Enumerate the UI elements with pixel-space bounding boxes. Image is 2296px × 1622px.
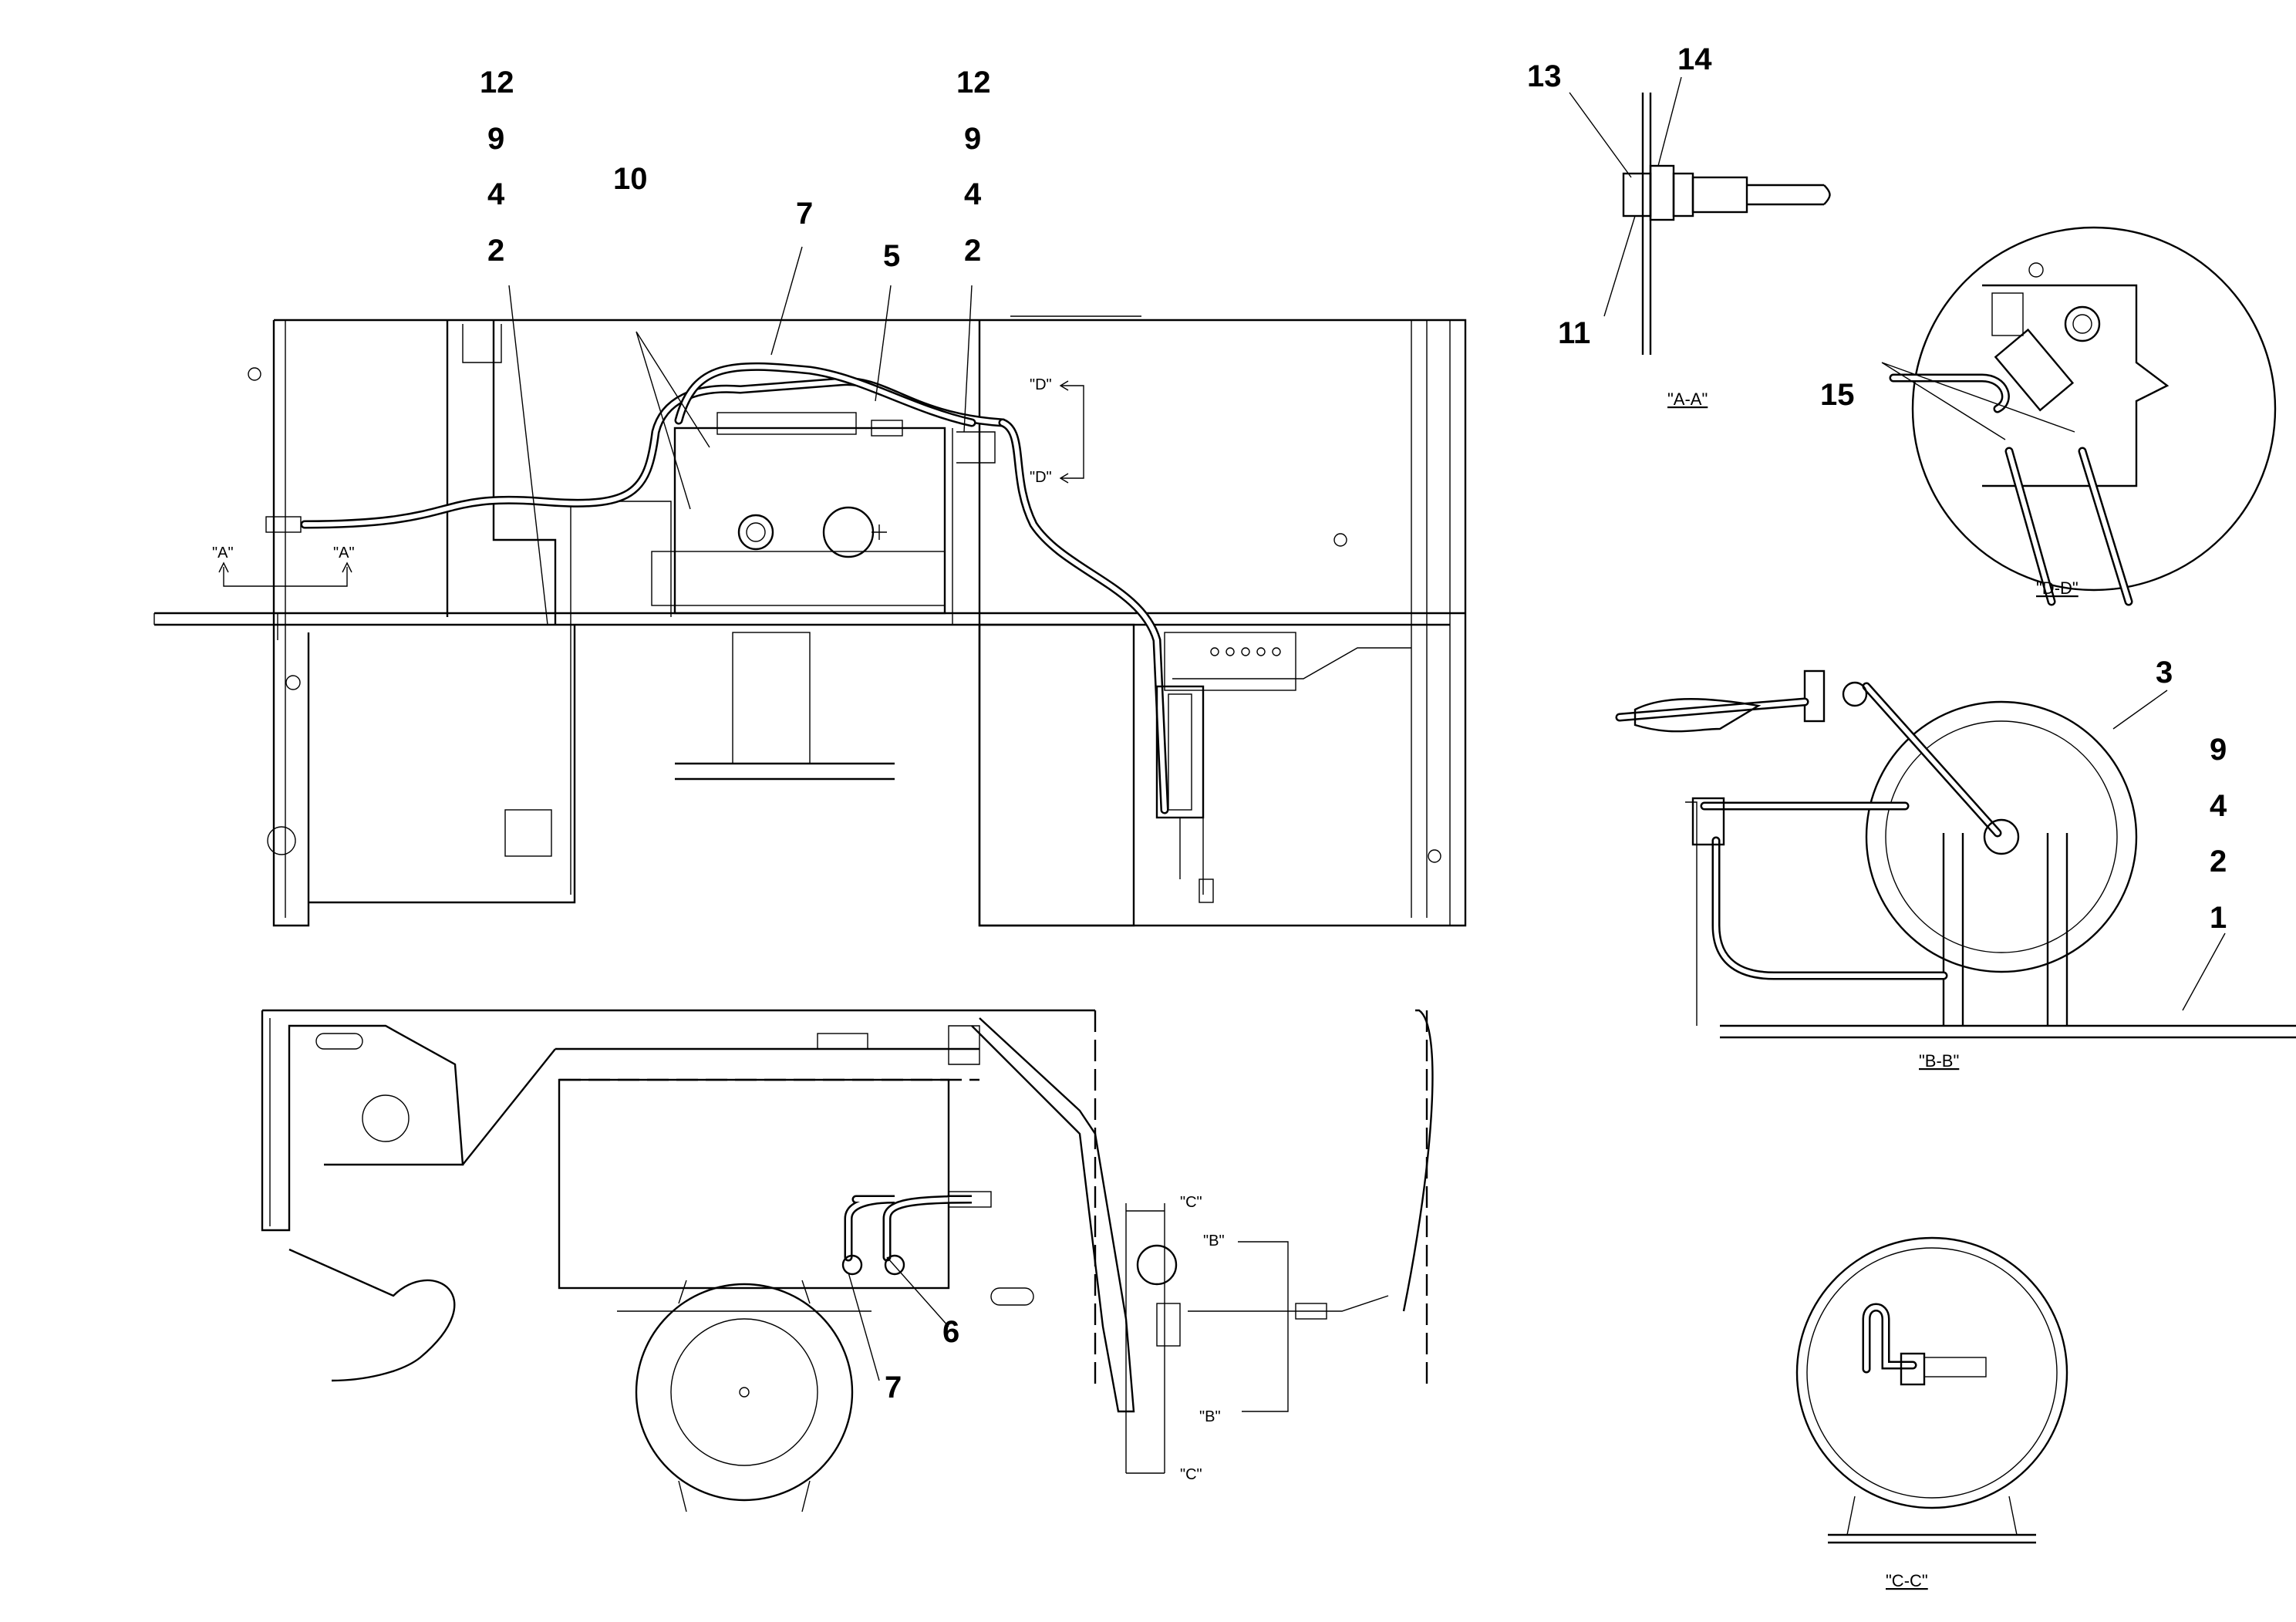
section-mark-c-top: "C": [1180, 1194, 1202, 1211]
callout-14: 14: [1677, 42, 1712, 76]
callout-1-right: 1: [2210, 901, 2227, 935]
section-mark-d-top: "D": [1030, 376, 1052, 393]
callout-5: 5: [883, 239, 900, 273]
view-label-c-c: "C-C": [1886, 1571, 1928, 1590]
callout-10: 10: [613, 162, 648, 196]
section-mark-a-right: "A": [333, 545, 355, 561]
section-b-b-view: [1615, 669, 2296, 1039]
side-view: [261, 1009, 1434, 1512]
callout-7-top: 7: [796, 197, 813, 231]
callout-labels: 12 9 4 2 12 9 4 2 10 7 5 13 14 11 15 3 9…: [480, 42, 2227, 1404]
callout-9-left: 9: [487, 122, 504, 156]
view-label-d-d: "D-D": [2036, 578, 2079, 598]
section-a-a-view: [1569, 76, 1831, 355]
callout-2-right: 2: [2210, 845, 2227, 878]
view-label-b-b: "B-B": [1919, 1051, 1959, 1071]
callout-15: 15: [1820, 378, 1855, 412]
main-assembly-top-view: [153, 246, 1467, 927]
callout-13: 13: [1527, 59, 1562, 93]
section-mark-b-bottom: "B": [1199, 1408, 1221, 1425]
section-c-c-view: [1795, 1236, 2068, 1544]
callout-6: 6: [942, 1315, 959, 1349]
callout-3: 3: [2156, 656, 2173, 690]
callout-2-left: 2: [487, 234, 504, 268]
callout-7-bottom: 7: [885, 1371, 902, 1404]
callout-2-mid: 2: [964, 234, 981, 268]
callout-12-left: 12: [480, 66, 514, 99]
callout-11: 11: [1558, 316, 1590, 350]
view-labels: "A-A" "D-D" "B-B" "C-C": [1667, 389, 2079, 1590]
section-mark-d-bottom: "D": [1030, 469, 1052, 486]
callout-4-left: 4: [487, 177, 505, 211]
callout-4-right: 4: [2210, 789, 2227, 823]
section-mark-a-left: "A": [212, 545, 234, 561]
callout-12-mid: 12: [956, 66, 991, 99]
callout-4-mid: 4: [964, 177, 982, 211]
callout-9-right: 9: [2210, 733, 2227, 767]
section-d-d-view: [1881, 226, 2277, 606]
callout-9-mid: 9: [964, 122, 981, 156]
section-marks: "A" "A" "D" "D" "C" "C" "B" "B": [212, 376, 1225, 1483]
section-mark-c-bottom: "C": [1180, 1466, 1202, 1483]
section-mark-b-top: "B": [1203, 1233, 1225, 1249]
view-label-a-a: "A-A": [1667, 389, 1708, 409]
